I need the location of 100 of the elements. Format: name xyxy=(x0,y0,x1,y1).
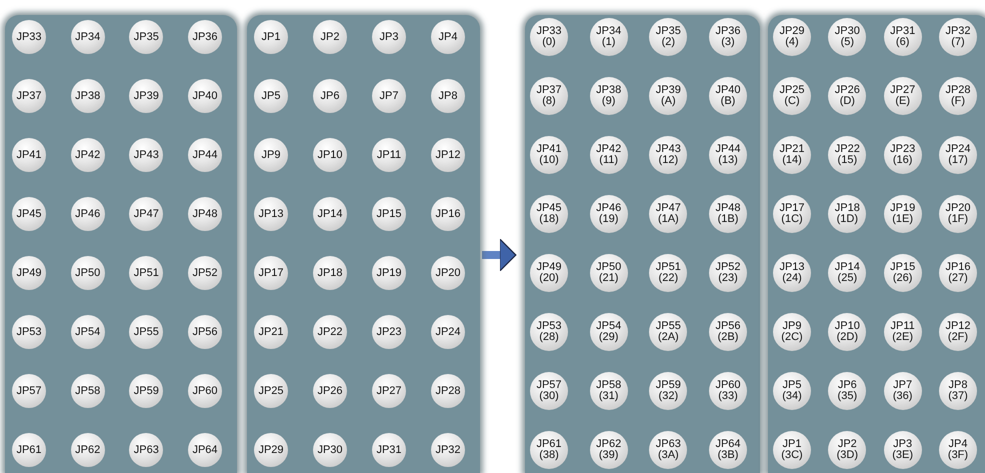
jumper-pin: JP18 xyxy=(313,256,347,290)
jumper-pin: JP37 xyxy=(12,79,46,113)
jumper-pin: JP35 (2) xyxy=(649,18,688,56)
jumper-pin: JP55 (2A) xyxy=(649,313,688,351)
jumper-pin: JP33 xyxy=(12,20,46,54)
jumper-pin: JP22 (15) xyxy=(828,136,866,174)
jumper-pin: JP44 (13) xyxy=(709,136,747,174)
jumper-pin: JP62 xyxy=(70,433,105,467)
jumper-pin: JP45 (18) xyxy=(530,195,568,233)
jumper-pin: JP26 xyxy=(313,374,347,408)
jumper-pin: JP30 (5) xyxy=(828,18,866,56)
jumper-pin: JP30 xyxy=(313,433,347,467)
jumper-pin: JP17 xyxy=(254,256,288,290)
jumper-pin: JP61 xyxy=(12,433,46,467)
jumper-pin: JP28 xyxy=(431,374,465,408)
jumper-pin: JP15 xyxy=(372,197,406,231)
jumper-pin: JP53 (28) xyxy=(530,313,568,351)
jumper-pin: JP58 xyxy=(70,374,105,408)
jumper-pin: JP42 xyxy=(70,138,105,172)
jumper-pin: JP54 (29) xyxy=(590,313,628,351)
board-panel xyxy=(768,15,985,473)
jumper-pin: JP43 xyxy=(129,138,164,172)
jumper-pin: JP26 (D) xyxy=(828,77,866,115)
jumper-pin: JP7 (36) xyxy=(884,372,922,410)
jumper-pin: JP35 xyxy=(129,20,164,54)
jumper-pin: JP22 xyxy=(313,315,347,349)
jumper-pin: JP19 xyxy=(372,256,406,290)
jumper-pin: JP33 (0) xyxy=(530,18,568,56)
jumper-pin: JP47 xyxy=(129,197,164,231)
jumper-pin: JP40 xyxy=(188,79,222,113)
jumper-pin: JP38 (9) xyxy=(590,77,628,115)
jumper-pin: JP6 (35) xyxy=(828,372,866,410)
jumper-pin: JP13 xyxy=(254,197,288,231)
jumper-pin: JP24 (17) xyxy=(939,136,977,174)
jumper-pin: JP12 (2F) xyxy=(939,313,977,351)
jumper-pin: JP8 (37) xyxy=(939,372,977,410)
jumper-pin: JP36 xyxy=(188,20,222,54)
jumper-pin: JP7 xyxy=(372,79,406,113)
jumper-pin: JP34 (1) xyxy=(590,18,628,56)
jumper-pin: JP9 xyxy=(254,138,288,172)
jumper-pin: JP47 (1A) xyxy=(649,195,688,233)
jumper-pin: JP61 (38) xyxy=(530,431,568,469)
jumper-pin: JP40 (B) xyxy=(709,77,747,115)
jumper-pin: JP28 (F) xyxy=(939,77,977,115)
jumper-pin: JP64 xyxy=(188,433,222,467)
jumper-pin: JP10 xyxy=(313,138,347,172)
jumper-pin: JP46 (19) xyxy=(590,195,628,233)
jumper-pin: JP37 (8) xyxy=(530,77,568,115)
jumper-pin: JP10 (2D) xyxy=(828,313,866,351)
jumper-pin: JP39 xyxy=(129,79,164,113)
jumper-pin: JP31 (6) xyxy=(884,18,922,56)
jumper-pin: JP21 xyxy=(254,315,288,349)
jumper-pin: JP59 xyxy=(129,374,164,408)
jumper-pin: JP11 (2E) xyxy=(884,313,922,351)
jumper-pin: JP55 xyxy=(129,315,164,349)
jumper-pin: JP57 (30) xyxy=(530,372,568,410)
jumper-pin: JP8 xyxy=(431,79,465,113)
jumper-pin: JP48 (1B) xyxy=(709,195,747,233)
jumper-pin: JP52 (23) xyxy=(709,254,747,292)
jumper-pin: JP16 xyxy=(431,197,465,231)
jumper-pin: JP54 xyxy=(70,315,105,349)
jumper-pin: JP3 xyxy=(372,20,406,54)
jumper-pin: JP45 xyxy=(12,197,46,231)
jumper-pin: JP19 (1E) xyxy=(884,195,922,233)
jumper-pin: JP59 (32) xyxy=(649,372,688,410)
board-panel xyxy=(525,15,760,473)
jumper-pin: JP18 (1D) xyxy=(828,195,866,233)
jumper-pin: JP15 (26) xyxy=(884,254,922,292)
jumper-pin: JP5 xyxy=(254,79,288,113)
jumper-pin: JP21 (14) xyxy=(773,136,811,174)
jumper-pin: JP29 (4) xyxy=(773,18,811,56)
arrow xyxy=(482,238,516,272)
jumper-pin: JP49 xyxy=(12,256,46,290)
jumper-pin: JP25 xyxy=(254,374,288,408)
jumper-pin: JP58 (31) xyxy=(590,372,628,410)
jumper-pin: JP31 xyxy=(372,433,406,467)
jumper-pin: JP23 (16) xyxy=(884,136,922,174)
jumper-pin: JP14 (25) xyxy=(828,254,866,292)
jumper-pin: JP56 xyxy=(188,315,222,349)
jumper-pin: JP27 xyxy=(372,374,406,408)
jumper-pin: JP9 (2C) xyxy=(773,313,811,351)
jumper-pin: JP23 xyxy=(372,315,406,349)
jumper-pin: JP49 (20) xyxy=(530,254,568,292)
jumper-pin: JP25 (C) xyxy=(773,77,811,115)
jumper-pin: JP60 xyxy=(188,374,222,408)
jumper-pin: JP14 xyxy=(313,197,347,231)
jumper-pin: JP4 xyxy=(431,20,465,54)
jumper-pin: JP34 xyxy=(70,20,105,54)
jumper-pin: JP2 (3D) xyxy=(828,431,866,469)
jumper-pin: JP20 (1F) xyxy=(939,195,977,233)
jumper-pin: JP44 xyxy=(188,138,222,172)
jumper-pin: JP56 (2B) xyxy=(709,313,747,351)
jumper-pin: JP11 xyxy=(372,138,406,172)
jumper-pin: JP46 xyxy=(70,197,105,231)
jumper-pin: JP57 xyxy=(12,374,46,408)
jumper-pin: JP32 (7) xyxy=(939,18,977,56)
jumper-pin: JP2 xyxy=(313,20,347,54)
board-panel xyxy=(5,15,237,473)
jumper-pin: JP41 (10) xyxy=(530,136,568,174)
jumper-pin: JP6 xyxy=(313,79,347,113)
